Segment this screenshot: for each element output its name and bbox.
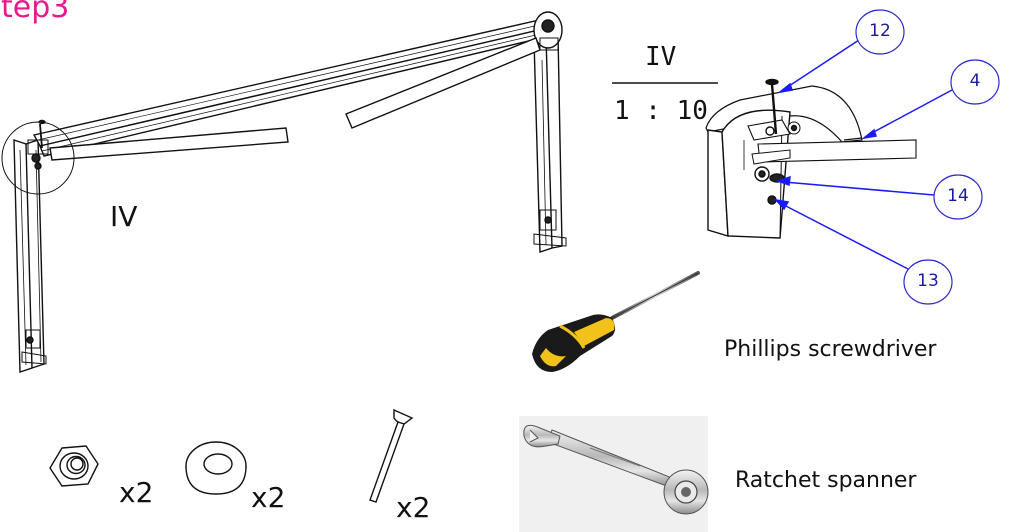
callout-4: 4 xyxy=(969,71,981,91)
spanner-label: Ratchet spanner xyxy=(735,468,917,493)
callout-circle-14 xyxy=(933,174,983,220)
step-title: Step3 xyxy=(0,0,70,25)
left-post xyxy=(13,139,47,373)
bolt-qty: x2 xyxy=(396,491,431,524)
callout-circle-12 xyxy=(855,9,905,55)
phillips-screwdriver-icon xyxy=(532,271,700,372)
ratchet-spanner-icon xyxy=(519,416,709,532)
callout-circle-13 xyxy=(903,259,953,305)
left-corner-joint xyxy=(27,119,49,170)
callout-12: 12 xyxy=(869,21,891,41)
screwdriver-label: Phillips screwdriver xyxy=(724,337,937,362)
washer-qty: x2 xyxy=(251,481,286,514)
bolt-icon xyxy=(369,408,414,503)
support-struts xyxy=(49,37,541,161)
frame-assembly xyxy=(1,11,567,373)
right-post xyxy=(533,33,567,253)
callout-14: 14 xyxy=(947,186,969,206)
washer-icon xyxy=(185,441,247,495)
callout-circles xyxy=(855,9,1000,305)
callout-13: 13 xyxy=(917,271,939,291)
detail-view xyxy=(612,78,917,239)
right-corner-bracket xyxy=(533,11,563,51)
detail-scale-label: 1 : 10 xyxy=(614,96,708,126)
callout-leaders xyxy=(774,37,953,271)
hex-nut-icon xyxy=(49,445,99,487)
hex-nut-qty: x2 xyxy=(119,476,154,509)
callout-circle-4 xyxy=(950,59,1000,105)
top-beam xyxy=(32,17,559,157)
detail-iv-circle xyxy=(1,121,75,195)
detail-callout-label: IV xyxy=(110,200,138,233)
detail-view-label: IV xyxy=(645,42,677,72)
